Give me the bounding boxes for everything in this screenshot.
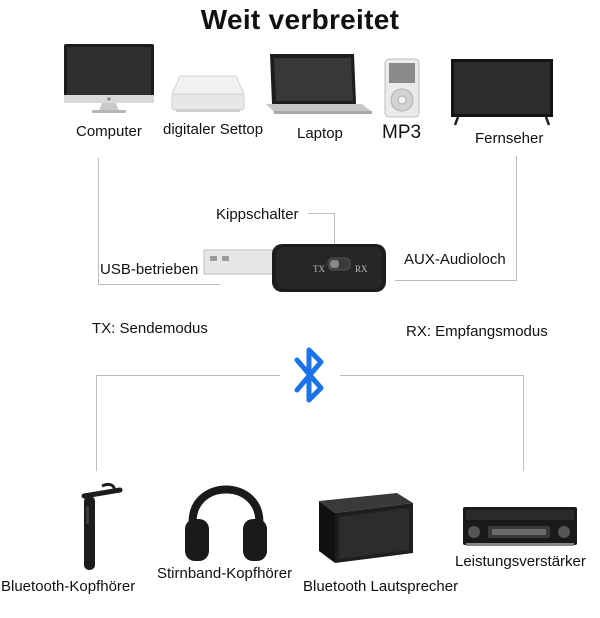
usb-connector-line bbox=[98, 158, 99, 284]
bluetooth-earpiece-icon bbox=[76, 482, 126, 574]
headband-headphones-icon bbox=[181, 463, 271, 563]
sink-label-amplifier: Leistungsverstärker bbox=[455, 553, 586, 570]
rx-mode-label: RX: Empfangsmodus bbox=[406, 323, 548, 340]
usb-label: USB-betrieben bbox=[100, 261, 199, 278]
computer-icon bbox=[62, 44, 156, 114]
tx-mark: TX bbox=[313, 264, 325, 274]
tv-icon bbox=[450, 58, 554, 126]
left-sink-line-v bbox=[96, 375, 97, 471]
bluetooth-speaker-icon bbox=[313, 491, 415, 567]
sink-label-headphones: Stirnband-Kopfhörer bbox=[157, 565, 293, 582]
source-label-mp3: MP3 bbox=[382, 122, 422, 143]
aux-label: AUX-Audioloch bbox=[404, 251, 506, 268]
switch-label: Kippschalter bbox=[216, 206, 299, 223]
aux-connector-line bbox=[516, 156, 517, 281]
sink-label-earpiece: Bluetooth-Kopfhörer bbox=[1, 578, 136, 595]
mp3-player-icon bbox=[384, 58, 420, 118]
switch-pointer-line bbox=[334, 213, 335, 249]
rx-mark: RX bbox=[355, 264, 368, 274]
right-sink-line bbox=[340, 375, 524, 376]
right-sink-line-v bbox=[523, 375, 524, 471]
source-label-computer: Computer bbox=[76, 123, 142, 140]
aux-connector-line-h bbox=[395, 280, 517, 281]
left-sink-line bbox=[96, 375, 280, 376]
settop-box-icon bbox=[170, 70, 246, 114]
bluetooth-adapter-device bbox=[202, 238, 388, 294]
page-title: Weit verbreitet bbox=[200, 4, 400, 35]
source-label-laptop: Laptop bbox=[297, 125, 343, 142]
amplifier-icon bbox=[462, 506, 578, 548]
source-label-settop: digitaler Settop bbox=[163, 121, 264, 138]
source-label-tv: Fernseher bbox=[475, 130, 544, 147]
switch-pointer-line-h bbox=[308, 213, 335, 214]
tx-mode-label: TX: Sendemodus bbox=[92, 320, 208, 337]
usb-connector-line-h bbox=[98, 284, 220, 285]
laptop-icon bbox=[258, 52, 374, 116]
sink-label-speaker: Bluetooth Lautsprecher bbox=[303, 578, 459, 595]
bluetooth-icon bbox=[291, 344, 329, 406]
